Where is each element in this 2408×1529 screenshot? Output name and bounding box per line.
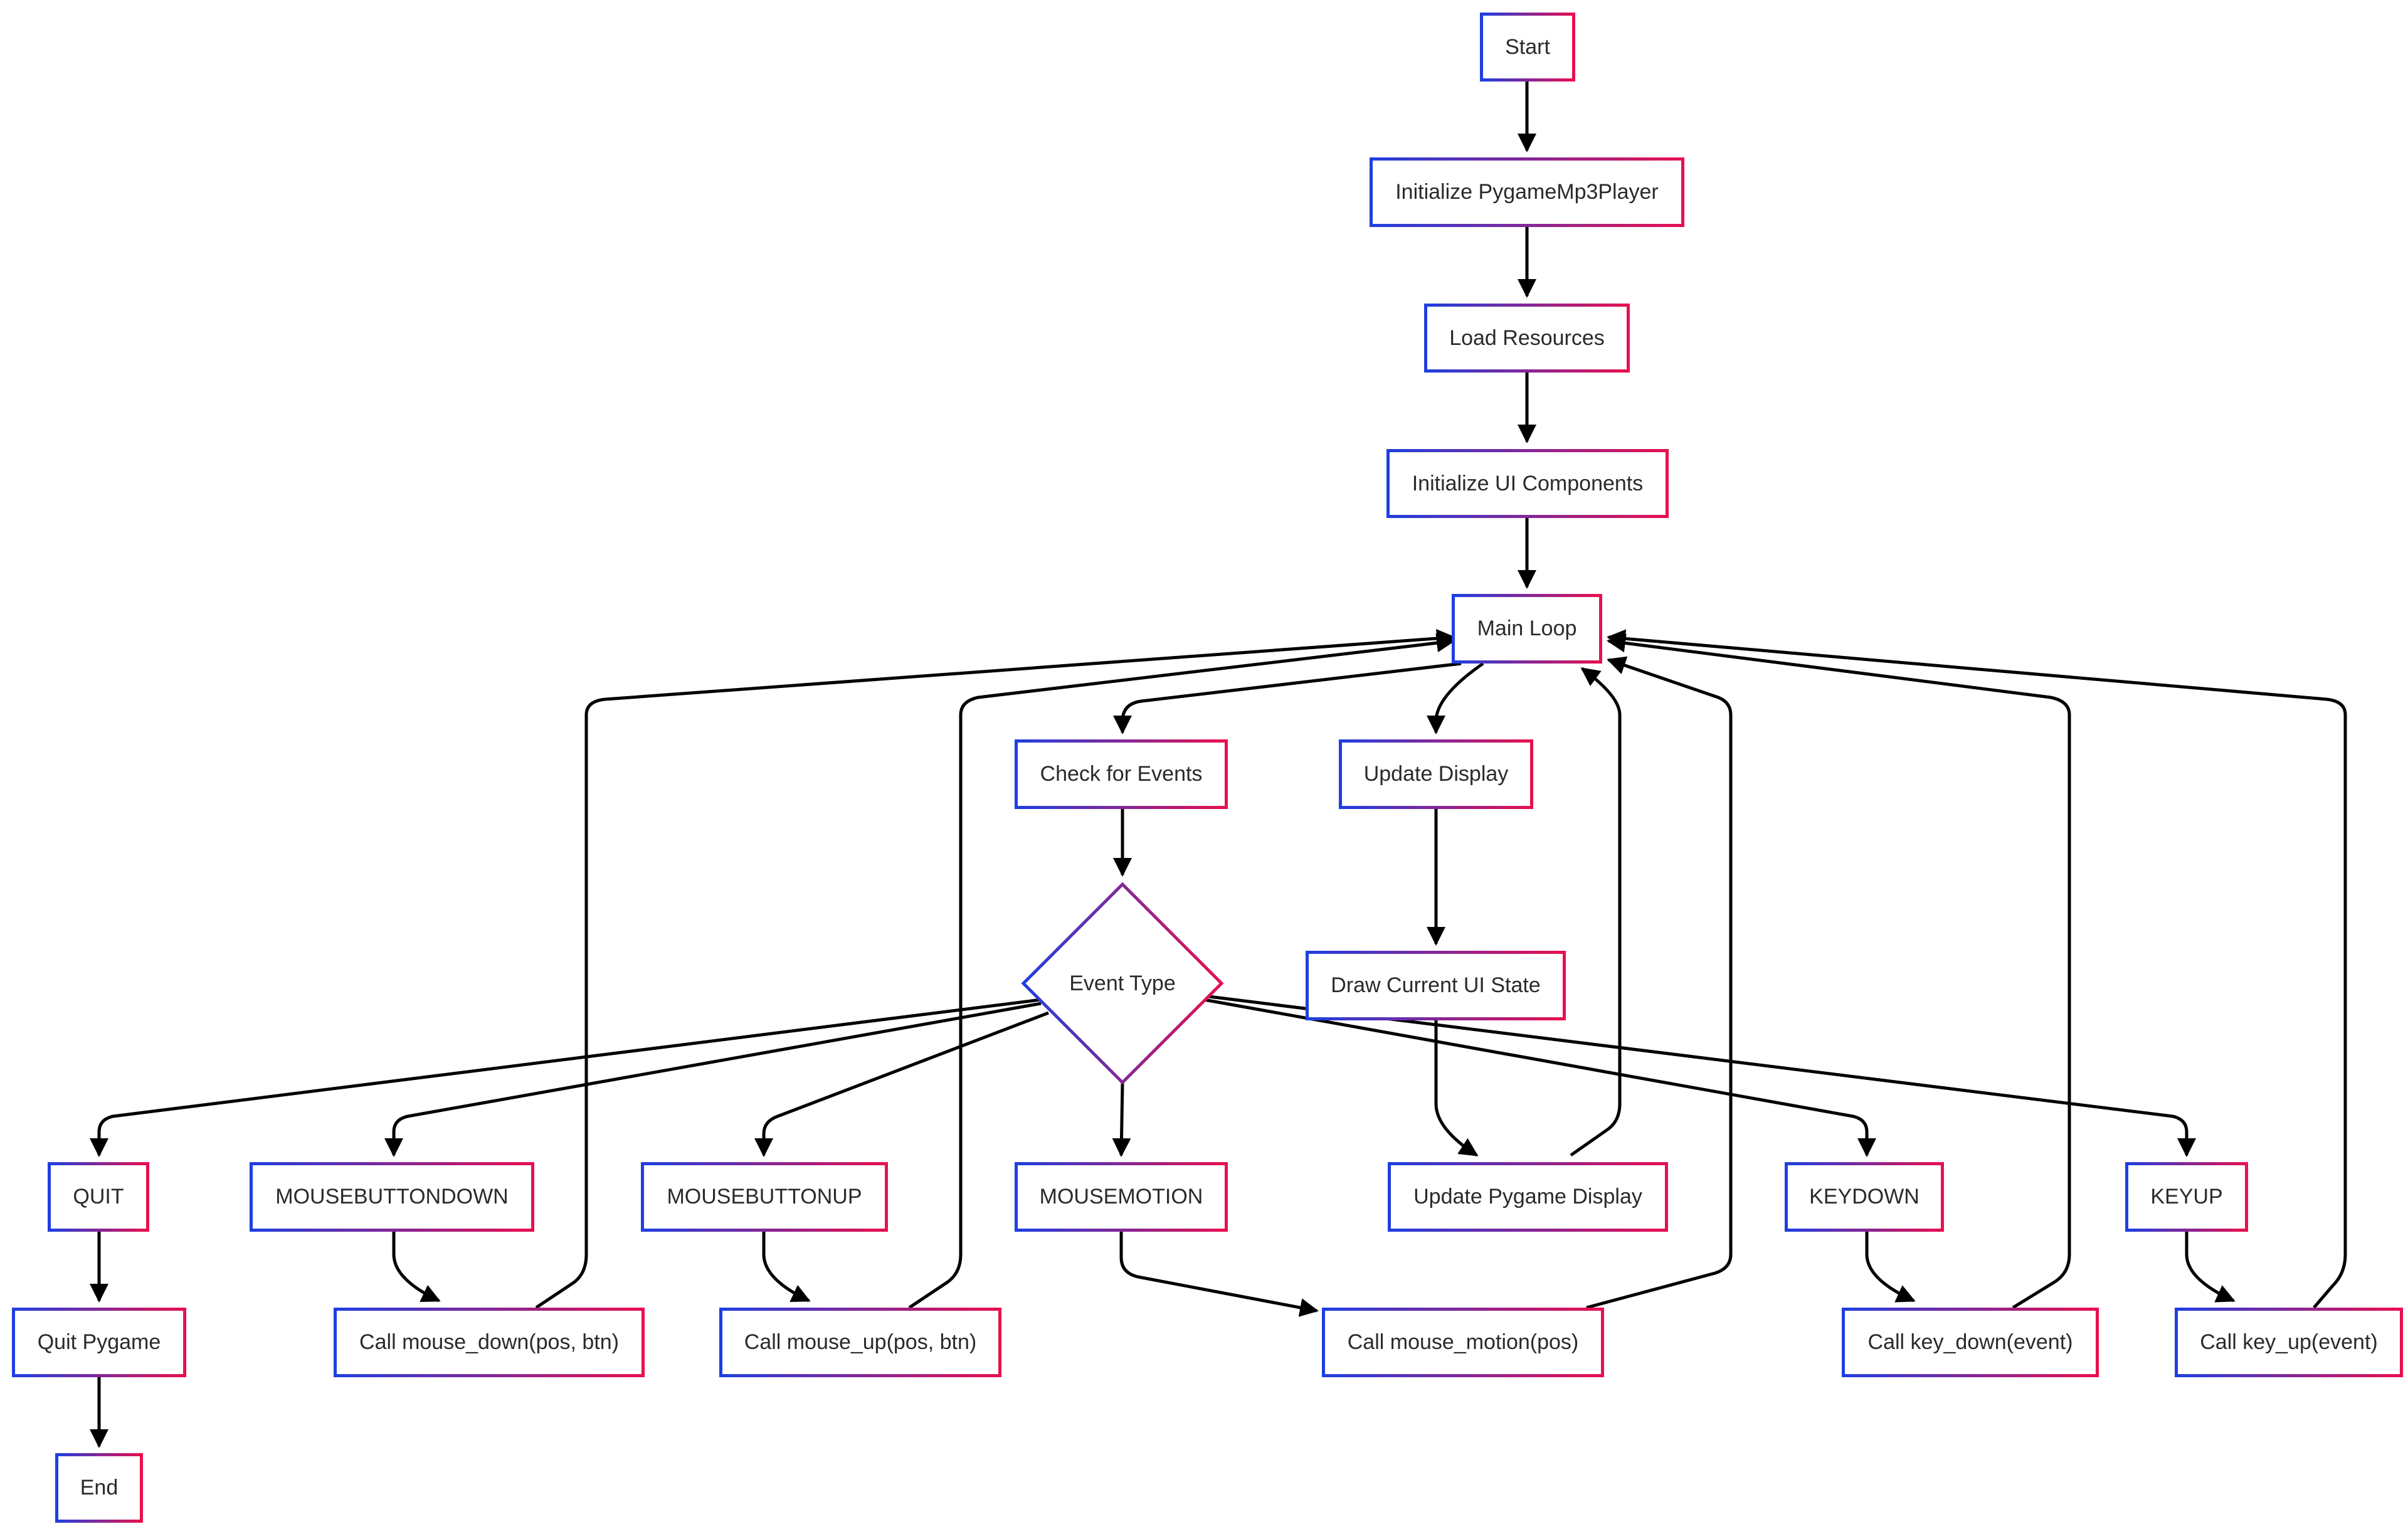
mousebuttonup-node: MOUSEBUTTONUP — [641, 1162, 888, 1232]
edge-callmousedown-mainloop — [535, 629, 1455, 1309]
call-mouse-motion-node: Call mouse_motion(pos) — [1322, 1308, 1604, 1377]
load-resources-node: Load Resources — [1424, 304, 1630, 373]
edge-draw-updatepygame — [1434, 1020, 1479, 1157]
edge-eventtype-mousemotion — [1112, 1082, 1131, 1157]
event-type-diamond — [1021, 882, 1224, 1085]
edge-keyup-call — [2185, 1232, 2236, 1303]
main-loop-node: Main Loop — [1452, 594, 1602, 664]
keydown-node: KEYDOWN — [1785, 1162, 1944, 1232]
edge-updatepygame-mainloop — [1570, 667, 1622, 1157]
edge-mainloop-check — [1113, 662, 1462, 734]
update-display-node: Update Display — [1339, 739, 1533, 809]
call-key-down-node: Call key_down(event) — [1842, 1308, 2099, 1377]
end-node: End — [55, 1453, 143, 1523]
edge-eventtype-keyup — [1203, 994, 2196, 1157]
mousebuttondown-node: MOUSEBUTTONDOWN — [250, 1162, 534, 1232]
event-type-label: Event Type — [1069, 971, 1176, 995]
edge-callmousemotion-mainloop — [1586, 656, 1733, 1309]
quit-node: QUIT — [48, 1162, 149, 1232]
edge-eventtype-quit — [90, 998, 1042, 1157]
edge-mousedown-call — [392, 1232, 441, 1303]
quit-pygame-node: Quit Pygame — [12, 1308, 186, 1377]
edge-eventtype-keydown — [1203, 998, 1876, 1157]
mousemotion-node: MOUSEMOTION — [1015, 1162, 1228, 1232]
init-ui-node: Initialize UI Components — [1386, 449, 1669, 518]
edge-eventtype-mouseup — [754, 1011, 1049, 1157]
init-player-node: Initialize PygameMp3Player — [1370, 157, 1684, 227]
call-mouse-up-node: Call mouse_up(pos, btn) — [719, 1308, 1001, 1377]
edge-eventtype-mousedown — [384, 1002, 1042, 1157]
edge-callkeyup-mainloop — [1607, 629, 2347, 1309]
edge-callkeydown-mainloop — [1607, 633, 2071, 1309]
call-mouse-down-node: Call mouse_down(pos, btn) — [334, 1308, 645, 1377]
edge-callmouseup-mainloop — [908, 633, 1455, 1309]
start-node: Start — [1480, 13, 1575, 82]
keyup-node: KEYUP — [2125, 1162, 2248, 1232]
draw-ui-node: Draw Current UI State — [1306, 951, 1566, 1020]
update-pygame-display-node: Update Pygame Display — [1388, 1162, 1668, 1232]
call-key-up-node: Call key_up(event) — [2175, 1308, 2403, 1377]
edge-mouseup-call — [762, 1232, 811, 1303]
edge-mainloop-update — [1427, 662, 1484, 734]
edge-keydown-call — [1865, 1232, 1916, 1303]
check-events-node: Check for Events — [1015, 739, 1228, 809]
edge-mousemotion-call — [1119, 1232, 1319, 1317]
